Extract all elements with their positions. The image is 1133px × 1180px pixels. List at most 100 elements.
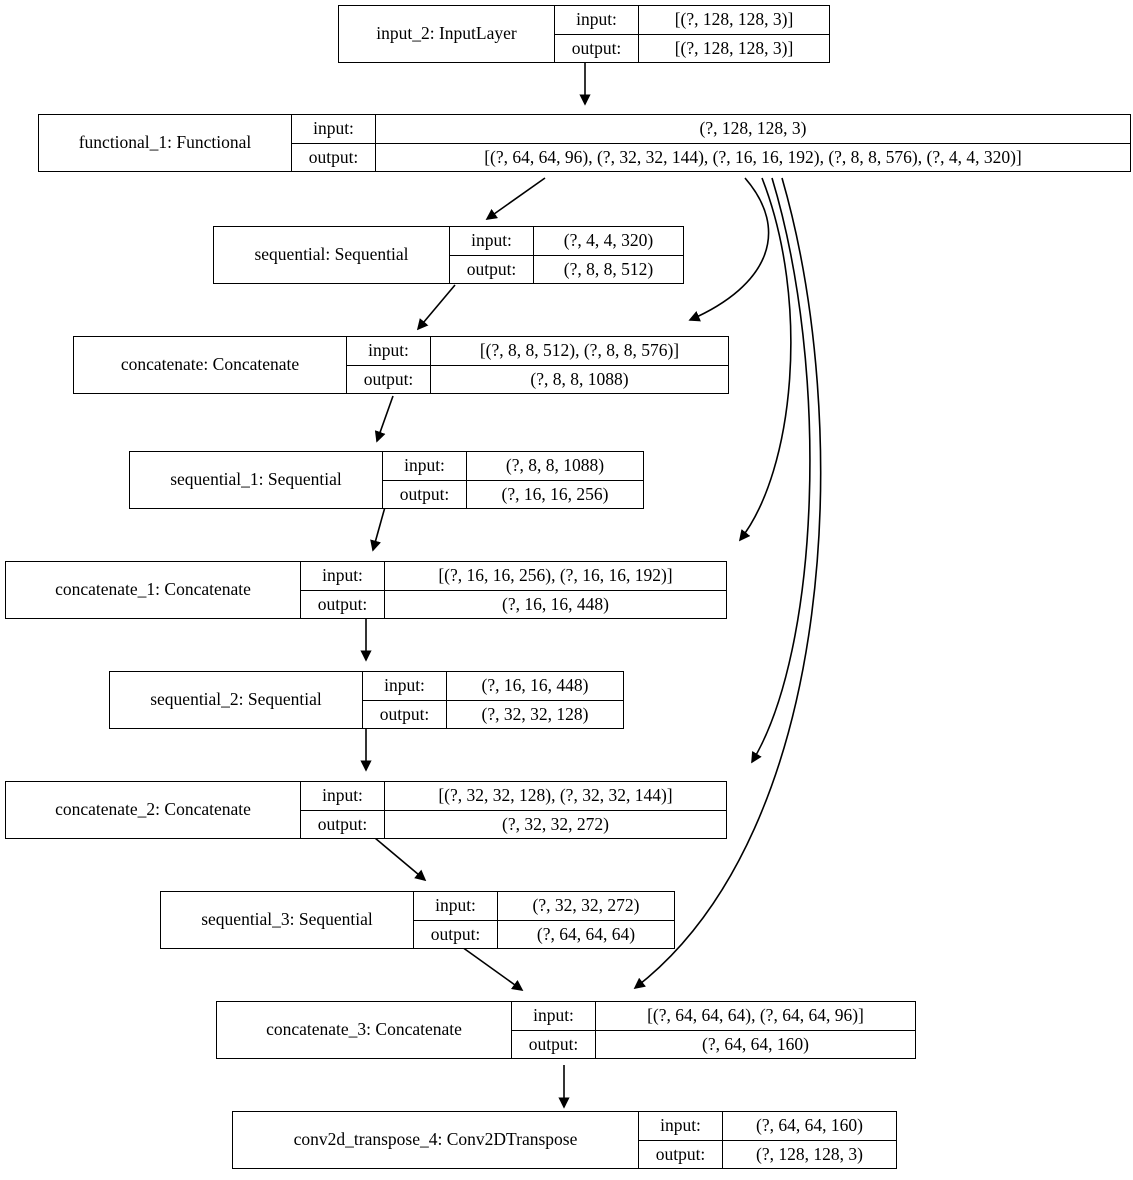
node-io-block: input: [(?, 128, 128, 3)] output: [(?, 1… [554, 6, 829, 62]
node-label: concatenate_3: Concatenate [266, 1019, 462, 1040]
output-shape: (?, 64, 64, 160) [702, 1033, 809, 1054]
node-io-block: input: (?, 4, 4, 320) output: (?, 8, 8, … [449, 227, 683, 283]
output-shape: (?, 64, 64, 64) [536, 923, 636, 944]
output-shape: [(?, 64, 64, 96), (?, 32, 32, 144), (?, … [484, 146, 1022, 167]
input-shape: (?, 4, 4, 320) [563, 230, 654, 251]
node-label: sequential_1: Sequential [170, 469, 342, 490]
input-shape: (?, 128, 128, 3) [699, 118, 807, 139]
node-concatenate-1[interactable]: concatenate_1: Concatenate input: [(?, 1… [5, 561, 727, 619]
input-label: input: [347, 337, 431, 365]
output-shape: (?, 128, 128, 3) [756, 1143, 863, 1164]
output-label: output: [414, 920, 498, 948]
node-input-row: input: [(?, 64, 64, 64), (?, 64, 64, 96)… [512, 1002, 915, 1031]
node-input-row: input: (?, 64, 64, 160) [639, 1112, 896, 1141]
input-shape: [(?, 8, 8, 512), (?, 8, 8, 576)] [479, 340, 680, 361]
node-label: sequential_3: Sequential [201, 909, 373, 930]
input-label: input: [450, 227, 534, 255]
node-concatenate-3[interactable]: concatenate_3: Concatenate input: [(?, 6… [216, 1001, 916, 1059]
node-input-row: input: [(?, 128, 128, 3)] [555, 6, 829, 35]
node-output-row: output: (?, 8, 8, 512) [450, 255, 683, 283]
node-label: sequential_2: Sequential [150, 689, 322, 710]
node-io-block: input: [(?, 8, 8, 512), (?, 8, 8, 576)] … [346, 337, 728, 393]
input-shape: [(?, 128, 128, 3)] [674, 9, 794, 30]
node-input-row: input: (?, 16, 16, 448) [363, 672, 623, 701]
node-io-block: input: [(?, 32, 32, 128), (?, 32, 32, 14… [300, 782, 726, 838]
node-output-row: output: (?, 32, 32, 128) [363, 700, 623, 728]
node-io-block: input: (?, 32, 32, 272) output: (?, 64, … [413, 892, 674, 948]
node-label: conv2d_transpose_4: Conv2DTranspose [293, 1129, 578, 1150]
input-label: input: [383, 452, 467, 480]
node-sequential[interactable]: sequential: Sequential input: (?, 4, 4, … [213, 226, 684, 284]
node-concatenate-2[interactable]: concatenate_2: Concatenate input: [(?, 3… [5, 781, 727, 839]
node-functional-1[interactable]: functional_1: Functional input: (?, 128,… [38, 114, 1131, 172]
output-shape: (?, 8, 8, 512) [563, 258, 654, 279]
node-output-row: output: (?, 64, 64, 160) [512, 1030, 915, 1058]
node-io-block: input: (?, 16, 16, 448) output: (?, 32, … [362, 672, 623, 728]
edge-functional1-concatenate [688, 177, 770, 322]
output-shape: (?, 32, 32, 272) [502, 813, 609, 834]
node-output-row: output: (?, 16, 16, 448) [301, 590, 726, 618]
node-sequential-3[interactable]: sequential_3: Sequential input: (?, 32, … [160, 891, 675, 949]
node-io-block: input: [(?, 16, 16, 256), (?, 16, 16, 19… [300, 562, 726, 618]
input-label: input: [301, 562, 385, 590]
output-shape: (?, 8, 8, 1088) [530, 368, 629, 389]
output-shape: (?, 16, 16, 256) [501, 483, 609, 504]
output-label: output: [363, 700, 447, 728]
node-label: concatenate_1: Concatenate [55, 579, 251, 600]
edge-concatenate-sequential1 [374, 395, 394, 443]
edge-sequential3-concatenate3 [461, 946, 524, 991]
node-input-row: input: (?, 8, 8, 1088) [383, 452, 643, 481]
node-label: concatenate: Concatenate [120, 354, 300, 375]
node-io-block: input: (?, 128, 128, 3) output: [(?, 64,… [291, 115, 1130, 171]
input-shape: [(?, 32, 32, 128), (?, 32, 32, 144)] [438, 785, 673, 806]
output-label: output: [450, 255, 534, 283]
node-output-row: output: [(?, 128, 128, 3)] [555, 34, 829, 62]
edge-sequential-concatenate [416, 284, 456, 331]
output-label: output: [347, 365, 431, 393]
input-label: input: [292, 115, 376, 143]
input-shape: (?, 32, 32, 272) [532, 895, 640, 916]
node-label: input_2: InputLayer [376, 23, 517, 44]
edge-functional1-concatenate2 [751, 177, 811, 764]
input-label: input: [301, 782, 385, 810]
input-shape: [(?, 16, 16, 256), (?, 16, 16, 192)] [438, 565, 673, 586]
node-input-row: input: (?, 32, 32, 272) [414, 892, 674, 921]
node-sequential-1[interactable]: sequential_1: Sequential input: (?, 8, 8… [129, 451, 644, 509]
node-output-row: output: (?, 128, 128, 3) [639, 1140, 896, 1168]
input-label: input: [555, 6, 639, 34]
output-label: output: [292, 143, 376, 171]
node-label: functional_1: Functional [78, 132, 252, 153]
input-label: input: [512, 1002, 596, 1030]
node-output-row: output: (?, 32, 32, 272) [301, 810, 726, 838]
node-label: concatenate_2: Concatenate [55, 799, 251, 820]
node-output-row: output: (?, 64, 64, 64) [414, 920, 674, 948]
output-label: output: [512, 1030, 596, 1058]
node-input-row: input: (?, 128, 128, 3) [292, 115, 1130, 144]
output-shape: [(?, 128, 128, 3)] [674, 37, 794, 58]
edge-functional1-concatenate1 [738, 177, 792, 542]
output-shape: (?, 32, 32, 128) [481, 703, 589, 724]
node-conv2d-transpose-4[interactable]: conv2d_transpose_4: Conv2DTranspose inpu… [232, 1111, 897, 1169]
node-output-row: output: (?, 8, 8, 1088) [347, 365, 728, 393]
output-label: output: [301, 590, 385, 618]
input-shape: [(?, 64, 64, 64), (?, 64, 64, 96)] [647, 1005, 864, 1026]
node-concatenate[interactable]: concatenate: Concatenate input: [(?, 8, … [73, 336, 729, 394]
node-label: sequential: Sequential [254, 244, 409, 265]
node-io-block: input: (?, 64, 64, 160) output: (?, 128,… [638, 1112, 896, 1168]
input-shape: (?, 16, 16, 448) [481, 675, 589, 696]
node-input-row: input: [(?, 8, 8, 512), (?, 8, 8, 576)] [347, 337, 728, 366]
output-shape: (?, 16, 16, 448) [502, 593, 609, 614]
node-sequential-2[interactable]: sequential_2: Sequential input: (?, 16, … [109, 671, 624, 729]
input-label: input: [639, 1112, 723, 1140]
input-shape: (?, 8, 8, 1088) [505, 455, 605, 476]
input-label: input: [363, 672, 447, 700]
edge-sequential1-concatenate1 [370, 506, 386, 552]
output-label: output: [301, 810, 385, 838]
node-output-row: output: [(?, 64, 64, 96), (?, 32, 32, 14… [292, 143, 1130, 171]
node-io-block: input: [(?, 64, 64, 64), (?, 64, 64, 96)… [511, 1002, 915, 1058]
output-label: output: [639, 1140, 723, 1168]
input-label: input: [414, 892, 498, 920]
node-input-2[interactable]: input_2: InputLayer input: [(?, 128, 128… [338, 5, 830, 63]
node-input-row: input: [(?, 16, 16, 256), (?, 16, 16, 19… [301, 562, 726, 591]
